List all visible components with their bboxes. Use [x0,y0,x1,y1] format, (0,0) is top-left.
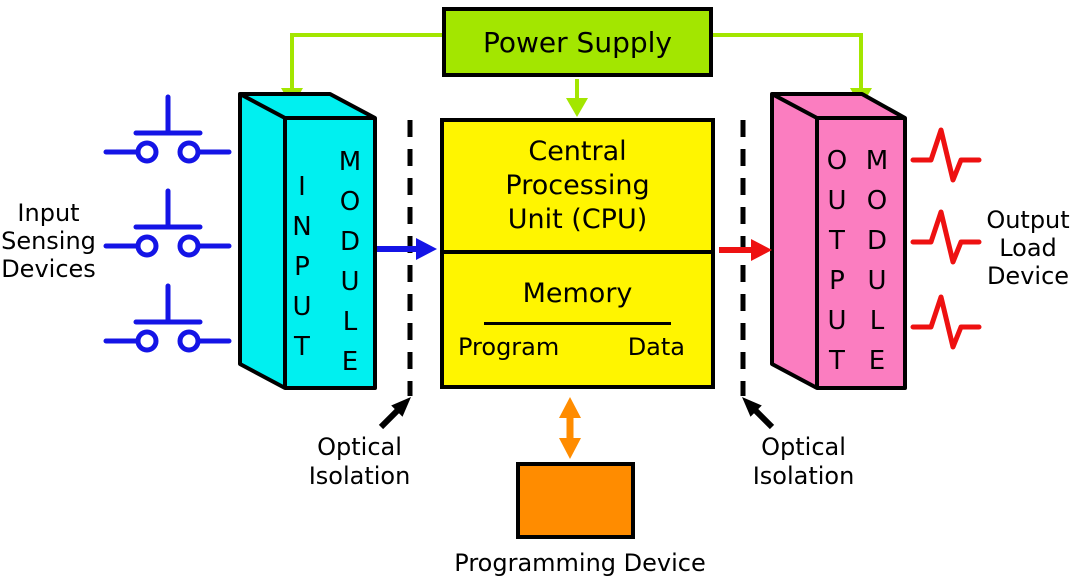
input-sensing-line2: Sensing [1,227,96,255]
isolation-pointer-right-icon [742,397,775,430]
power-arrowhead-cpu-icon [566,98,588,117]
power-line-left [290,33,444,90]
input-sensing-line3: Devices [1,255,96,283]
switch-symbol-3 [103,283,232,353]
isolation-pointer-left-icon [378,397,411,430]
memory-contents: Program Data [444,334,711,360]
output-module-word2: MODULE [862,146,892,386]
switch-symbol-1 [103,94,232,164]
output-module-word: OUTPUT [822,146,852,386]
cpu-title: Central Processing Unit (CPU) [444,122,711,250]
power-supply-label: Power Supply [483,25,672,59]
input-module-word: INPUT [287,172,317,372]
waveform-symbol-3 [910,294,982,350]
programming-arrow [559,397,581,459]
output-module-box [770,92,907,390]
input-switches [103,94,232,353]
input-module-box [238,92,377,390]
optical-isolation-left-line1: Optical [317,433,402,461]
programming-device-label: Programming Device [454,549,706,577]
memory-label: Memory [522,278,633,309]
optical-isolation-right-line2: Isolation [752,462,855,490]
programming-device-box [516,462,635,539]
waveform-symbol-1 [910,127,982,183]
input-module-word2: MODULE [335,147,365,387]
output-load-line1: Output [986,206,1070,234]
data-label: Data [627,333,685,361]
cpu-title-line3: Unit (CPU) [507,204,648,235]
input-signal-arrow [377,238,437,260]
output-signal-arrow [719,239,772,261]
input-sensing-label: Input Sensing Devices [0,199,97,283]
cpu-box: Central Processing Unit (CPU) Memory Pro… [440,118,715,389]
optical-isolation-left-label: Optical Isolation [299,433,420,491]
memory-section: Memory Program Data [444,250,711,385]
output-load-line2: Load [999,234,1057,262]
input-sensing-line1: Input [17,199,80,227]
power-line-right [713,33,863,90]
memory-divider [484,322,671,325]
optical-isolation-right-line1: Optical [761,433,846,461]
output-waveforms [910,127,982,350]
waveform-symbol-2 [910,209,982,265]
optical-isolation-right-label: Optical Isolation [743,433,864,491]
switch-symbol-2 [103,188,232,258]
power-supply-box: Power Supply [442,7,713,77]
cpu-title-line2: Processing [505,170,650,201]
optical-isolation-left-line2: Isolation [308,462,411,490]
output-load-line3: Device [986,262,1070,290]
program-label: Program [458,333,560,361]
cpu-title-line1: Central [528,136,627,167]
output-load-label: Output Load Device [984,206,1072,290]
